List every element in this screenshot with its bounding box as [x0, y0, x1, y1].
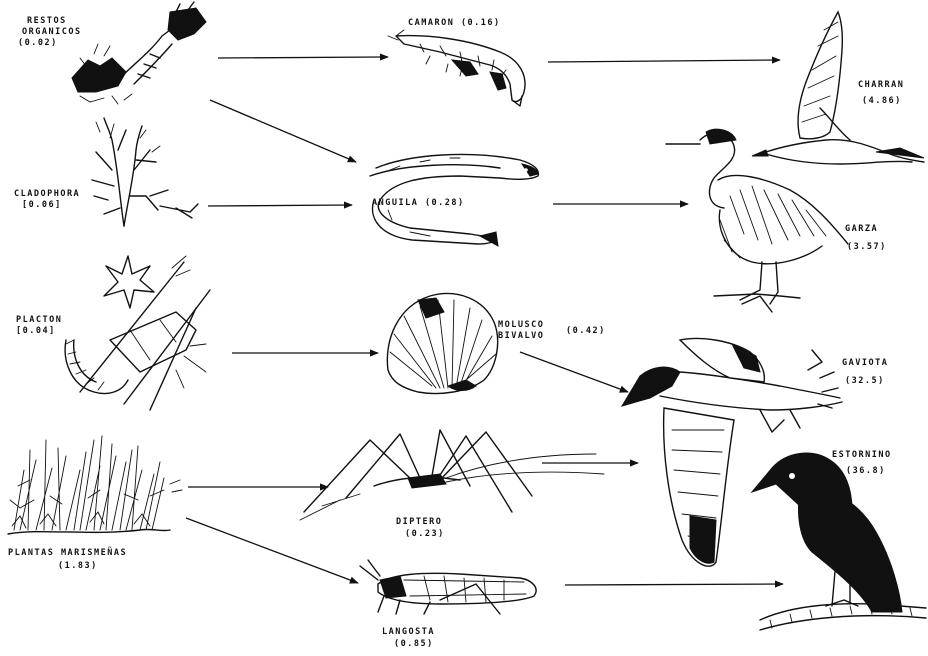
- label-cladophora: CLADOPHORA: [14, 189, 80, 199]
- arrow-restos-anguila: [210, 100, 356, 162]
- value-gaviota: (32.5): [845, 376, 885, 386]
- value-langosta: (0.85): [394, 639, 434, 649]
- heron-icon: [666, 129, 848, 312]
- value-estornino: (36.8): [846, 466, 886, 476]
- value-restos: (0.02): [18, 38, 58, 48]
- label-diptero: DIPTERO: [396, 517, 442, 527]
- shrimp-icon: [388, 30, 525, 106]
- arrow-cladophora-anguila: [208, 205, 352, 206]
- algae-icon: [92, 118, 198, 226]
- arrow-plantas-langosta: [186, 518, 358, 583]
- value-molusco: (0.42): [566, 326, 606, 336]
- fly-icon: [300, 430, 604, 520]
- value-plantas: (1.83): [58, 561, 98, 571]
- clam-icon: [387, 294, 497, 394]
- grasshopper-icon: [360, 560, 536, 614]
- value-cladophora: [0.06]: [22, 200, 62, 210]
- label-anguila: ANGUILA (0.28): [372, 198, 465, 208]
- label-gaviota: GAVIOTA: [842, 358, 888, 368]
- arrow-restos-camaron: [218, 57, 388, 58]
- label-camaron: CAMARON (0.16): [408, 18, 501, 28]
- marsh-grass-icon: [8, 436, 182, 534]
- label-molusco-line2: BIVALVO: [498, 331, 544, 341]
- arrow-langosta-estornino: [565, 584, 783, 585]
- label-garza: GARZA: [845, 224, 878, 234]
- label-charran: CHARRAN: [858, 80, 904, 90]
- label-restos-line2: ORGANICOS: [22, 27, 82, 37]
- arrow-camaron-charran: [548, 60, 780, 62]
- value-charran: (4.86): [862, 96, 902, 106]
- label-restos-line1: RESTOS: [27, 16, 67, 26]
- label-langosta: LANGOSTA: [382, 627, 435, 637]
- value-diptero: (0.23): [405, 529, 445, 539]
- label-estornino: ESTORNINO: [832, 450, 892, 460]
- label-molusco-line1: MOLUSCO: [498, 320, 544, 330]
- value-garza: (3.57): [847, 242, 887, 252]
- label-plantas: PLANTAS MARISMEÑAS: [8, 548, 127, 558]
- plankton-icon: [65, 256, 210, 410]
- arrow-molusco-gaviota: [520, 352, 628, 392]
- detritus-icon: [72, 2, 206, 104]
- starling-icon: [752, 453, 926, 630]
- value-plancton: [0.04]: [16, 326, 56, 336]
- label-plancton: PLACTON: [16, 315, 62, 325]
